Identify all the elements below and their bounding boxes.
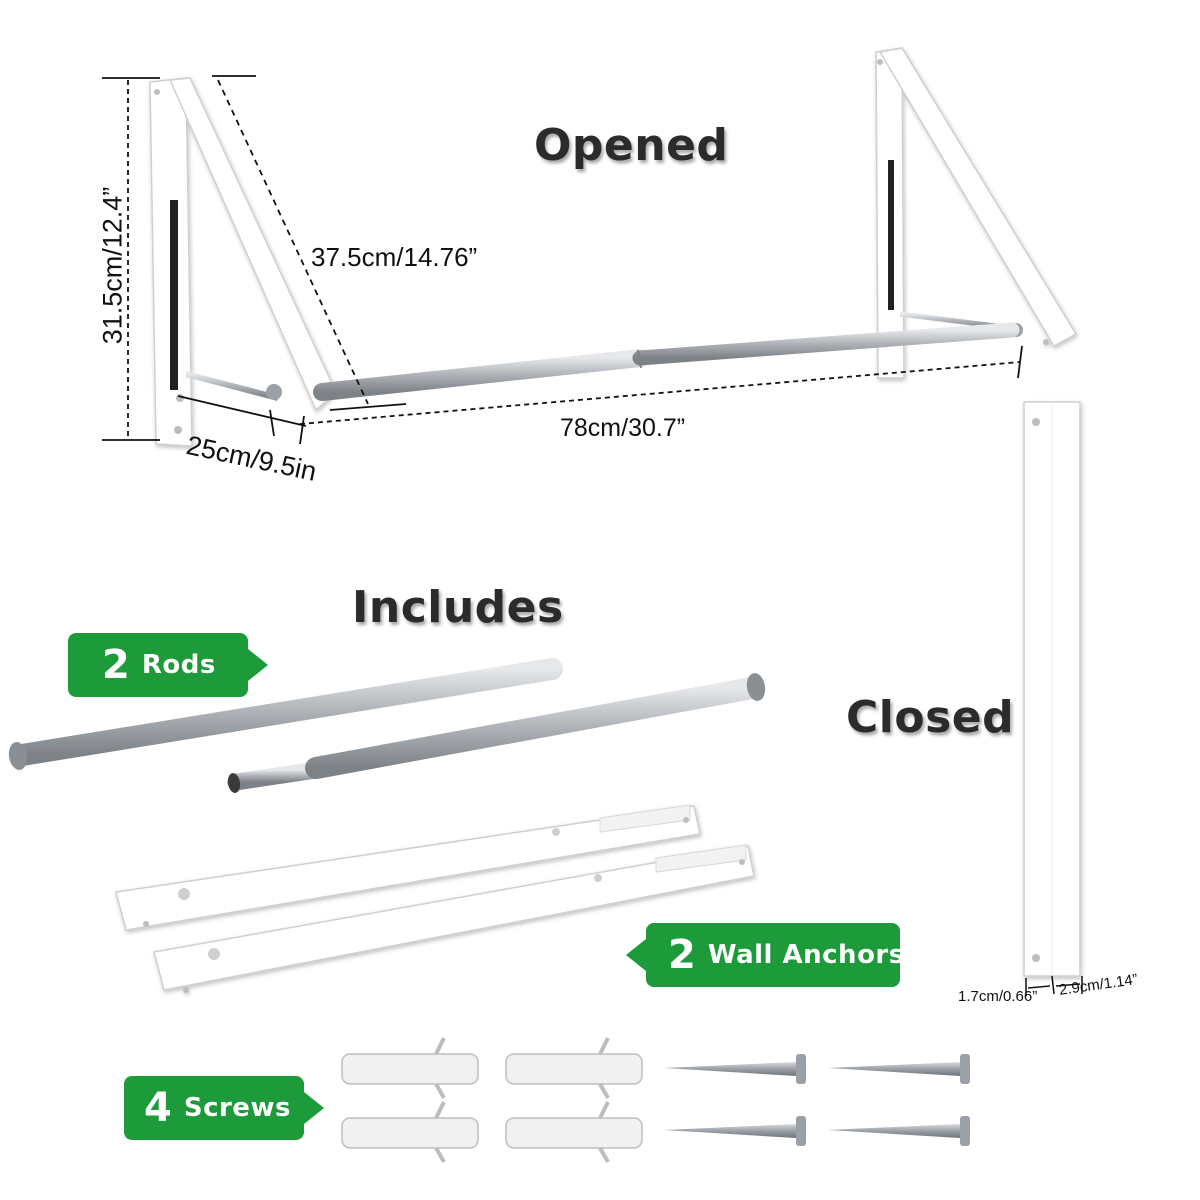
- wall-anchors-badge: 2 Wall Anchors: [626, 923, 904, 987]
- wall-anchor-plate-2: [153, 844, 755, 993]
- rod-part-1: [8, 658, 563, 770]
- plug-1: [341, 1037, 479, 1099]
- dimension-lines-closed: [1025, 975, 1083, 996]
- diagonal-dimension-label: 37.5cm/14.76”: [311, 242, 478, 272]
- wall-anchors-label: Wall Anchors: [707, 940, 905, 970]
- left-bracket-opened: [149, 77, 337, 447]
- rods-label: Rods: [141, 650, 216, 680]
- left-support-rod: [185, 371, 279, 401]
- dimension-lines-opened: [102, 75, 1023, 445]
- opened-heading: Opened: [534, 120, 729, 171]
- right-bracket-opened: [875, 47, 1078, 379]
- closed-bracket: [1023, 401, 1081, 977]
- telescopic-rod-opened: [313, 322, 1020, 401]
- closed-width-label: 1.7cm/0.66”: [958, 988, 1038, 1005]
- screws-count: 4: [144, 1085, 172, 1131]
- height-dimension-label: 31.5cm/12.4”: [97, 186, 128, 345]
- screw-3: [664, 1116, 806, 1146]
- plastic-plugs: [341, 1037, 643, 1163]
- left-joint-cap: [266, 384, 282, 400]
- screws: [664, 1054, 970, 1146]
- plug-2: [505, 1037, 643, 1099]
- closed-heading: Closed: [846, 692, 1015, 743]
- screw-4: [828, 1116, 970, 1146]
- wall-anchors-count: 2: [668, 932, 696, 978]
- wall-anchor-plate-1: [115, 804, 701, 931]
- screws-label: Screws: [183, 1093, 291, 1123]
- rods-badge: 2 Rods: [68, 633, 268, 697]
- screw-1: [664, 1054, 806, 1084]
- rod-part-2: [227, 673, 766, 793]
- width-dimension-label: 78cm/30.7”: [560, 414, 686, 442]
- plug-3: [341, 1101, 479, 1163]
- screw-2: [828, 1054, 970, 1084]
- plug-4: [505, 1101, 643, 1163]
- includes-heading: Includes: [352, 582, 564, 633]
- rods-count: 2: [102, 642, 130, 688]
- screws-badge: 4 Screws: [124, 1076, 324, 1140]
